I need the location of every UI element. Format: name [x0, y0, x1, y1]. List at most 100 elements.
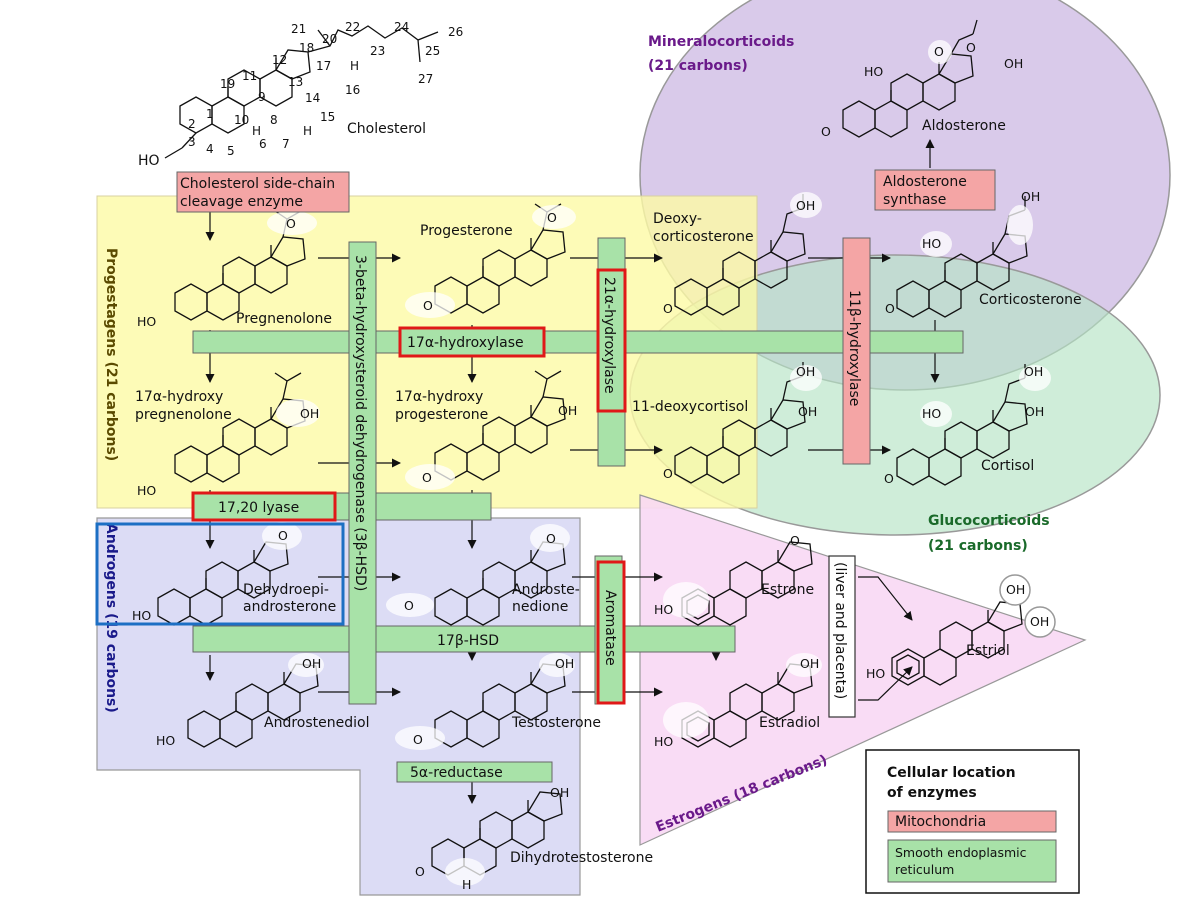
c18: 18 — [299, 41, 314, 55]
dht-o: O — [415, 864, 425, 879]
estriol-oh-top: OH — [1006, 582, 1025, 597]
androstenediol-label: Androstenediol — [264, 715, 369, 731]
hydroxyprogesterone-label-2: progesterone — [395, 407, 488, 423]
glucocorticoids-carbons: (21 carbons) — [928, 538, 1028, 554]
estrone-label: Estrone — [761, 582, 814, 598]
c24: 24 — [394, 20, 409, 34]
cortisol-oh: OH — [1025, 404, 1044, 419]
aldosterone-o-aldehyde: O — [934, 44, 944, 59]
enzyme-17b-hsd: 17β-HSD — [192, 625, 736, 653]
dht-oh: OH — [550, 785, 569, 800]
aldosterone-oh: OH — [1004, 56, 1023, 71]
cholesterol-h-14: H — [303, 124, 312, 138]
testosterone-o-ketone: O — [413, 732, 423, 747]
corticosterone-o: O — [885, 301, 895, 316]
hydroxypregnenolone-oh: OH — [300, 406, 319, 421]
liver-placenta-box: (liver and placenta) — [828, 555, 856, 718]
enzyme-scc: Cholesterol side-chain cleavage enzyme — [176, 171, 350, 213]
c13: 13 — [288, 75, 303, 89]
androstenedione-label-1: Androste- — [512, 582, 580, 598]
c23: 23 — [370, 44, 385, 58]
legend-ser-swatch — [887, 839, 1057, 883]
aldosterone-o: O — [966, 40, 976, 55]
c25: 25 — [425, 44, 440, 58]
estriol-oh-circles — [999, 574, 1056, 638]
deoxycortisol-label: 11-deoxycortisol — [632, 399, 748, 415]
corticosterone-ho: HO — [922, 236, 941, 251]
dhea-ho: HO — [132, 608, 151, 623]
androstenediol-ho: HO — [156, 733, 175, 748]
aldosterone-label: Aldosterone — [922, 118, 1006, 134]
c19: 19 — [220, 77, 235, 91]
c12: 12 — [272, 53, 287, 67]
hydroxypregnenolone-structure — [174, 372, 306, 483]
c5: 5 — [227, 144, 235, 158]
androstenediol-oh: OH — [302, 656, 321, 671]
deoxycortisol-oh-side: OH — [796, 364, 815, 379]
c10: 10 — [234, 113, 249, 127]
c14: 14 — [305, 91, 320, 105]
class-regions — [96, 0, 1171, 896]
hydroxylase11b-label: 11β-hydroxylase — [846, 290, 862, 406]
aldosterone-synthase-label-2: synthase — [883, 192, 946, 208]
androstenedione-label-2: nedione — [512, 599, 568, 615]
enzyme-17-20-lyase: 17,20 lyase — [191, 491, 492, 522]
aldosterone-structure — [842, 19, 978, 138]
estrone-ho: HO — [654, 602, 673, 617]
aldosterone-o-ketone: O — [821, 124, 831, 139]
testosterone-oh: OH — [555, 656, 574, 671]
dhea-highlight-box — [95, 522, 345, 626]
hydroxyprogesterone-label-1: 17α-hydroxy — [395, 389, 483, 405]
estrogens-region — [639, 494, 1087, 846]
c1: 1 — [206, 107, 214, 121]
hydroxyprogesterone-structure — [434, 370, 566, 481]
progesterone-o: O — [547, 210, 557, 225]
c9: 9 — [258, 90, 266, 104]
enzyme-aldosterone-synthase: Aldosterone synthase — [874, 169, 996, 211]
scc-label-1: Cholesterol side-chain — [180, 176, 335, 192]
cholesterol-structure — [164, 25, 439, 159]
androgens-region — [96, 517, 581, 896]
mineralocorticoids-carbons: (21 carbons) — [648, 58, 748, 74]
estriol-label: Estriol — [966, 643, 1010, 659]
group-highlights — [262, 40, 1051, 886]
cortisol-oh-side: OH — [1024, 364, 1043, 379]
c27: 27 — [418, 72, 433, 86]
deoxycorticosterone-o-ketone: O — [663, 301, 673, 316]
c7: 7 — [282, 137, 290, 151]
estradiol-oh: OH — [800, 656, 819, 671]
hydroxyprogesterone-o-ketone: O — [422, 470, 432, 485]
progestagens-label: Progestagens (21 carbons) — [103, 248, 119, 461]
legend: Cellular location of enzymes Mitochondri… — [865, 749, 1080, 894]
dhea-label-1: Dehydroepi- — [243, 582, 329, 598]
progesterone-o-ketone: O — [423, 298, 433, 313]
estriol-ho: HO — [866, 666, 885, 681]
c3: 3 — [188, 135, 196, 149]
androstenedione-o-ketone: O — [404, 598, 414, 613]
hydroxylase21a-label: 21α-hydroxylase — [601, 277, 617, 394]
hydroxypregnenolone-ho: HO — [137, 483, 156, 498]
c4: 4 — [206, 142, 214, 156]
c2: 2 — [188, 117, 196, 131]
estradiol-label: Estradiol — [759, 715, 820, 731]
legend-ser-label-2: reticulum — [895, 862, 954, 877]
c8: 8 — [270, 113, 278, 127]
mineralocorticoids-label: Mineralocorticoids — [648, 34, 794, 50]
c22: 22 — [345, 20, 360, 34]
androgens-label: Androgens (19 carbons) — [103, 523, 119, 713]
hydroxypregnenolone-label-1: 17α-hydroxy — [135, 389, 223, 405]
enzyme-3b-hsd: 3-beta-hydroxysteroid dehydrogenase (3β-… — [348, 241, 377, 705]
hydroxylase17a-label: 17α-hydroxylase — [407, 335, 524, 351]
cortisol-ho: HO — [922, 406, 941, 421]
hsd3b-label: 3-beta-hydroxysteroid dehydrogenase (3β-… — [352, 255, 368, 591]
legend-title-2: of enzymes — [887, 785, 977, 801]
enzyme-11b-hydroxylase: 11β-hydroxylase — [842, 237, 871, 465]
c11: 11 — [242, 69, 257, 83]
c16: 16 — [345, 83, 360, 97]
cortisol-label: Cortisol — [981, 458, 1034, 474]
glucocorticoids-label: Glucocorticoids — [928, 513, 1050, 529]
lyase1720-label: 17,20 lyase — [218, 500, 299, 516]
pregnenolone-label: Pregnenolone — [236, 311, 332, 327]
hsd17b-label: 17β-HSD — [437, 633, 499, 649]
c21: 21 — [291, 22, 306, 36]
